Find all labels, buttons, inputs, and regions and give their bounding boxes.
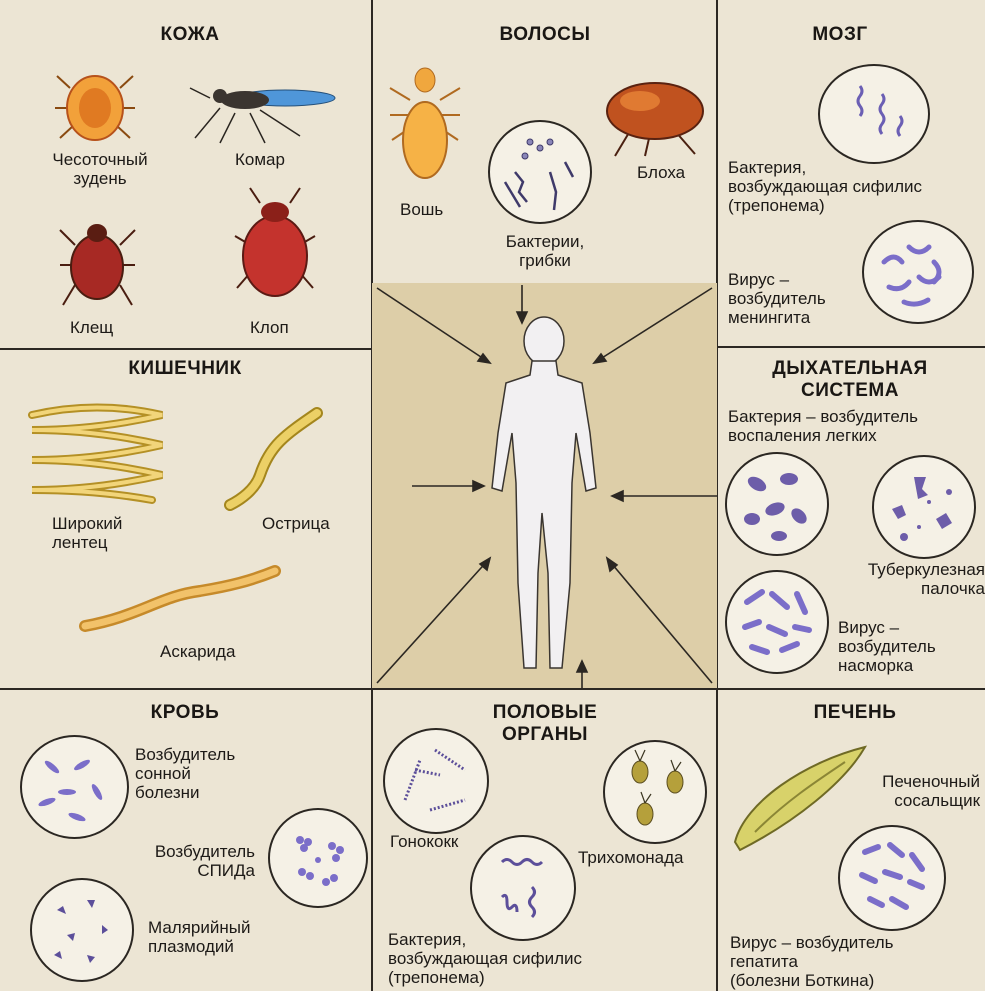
pinworm-label: Острица — [262, 514, 330, 533]
brain-meningitis-label: Вирус – возбудитель менингита — [728, 270, 826, 327]
plasmodium-icon — [32, 880, 132, 980]
divider-h-top-right — [717, 346, 985, 348]
hiv-virus-icon — [270, 810, 366, 906]
respiratory-heading: ДЫХАТЕЛЬНАЯ СИСТЕМА — [755, 358, 945, 402]
tapeworm-icon — [22, 400, 172, 505]
hepatitis-virus-icon — [840, 827, 944, 929]
brain-heading: МОЗГ — [790, 24, 890, 46]
tuberculosis-label: Туберкулезная палочка — [845, 560, 985, 598]
hepatitis-label: Вирус – возбудитель гепатита (болезни Бо… — [730, 933, 894, 990]
trypanosome-icon — [22, 737, 127, 837]
brain-treponema-label: Бактерия, возбуждающая сифилис (трепонем… — [728, 158, 922, 215]
bedbug-icon — [235, 188, 315, 300]
liver-fluke-label: Печеночный сосальщик — [860, 772, 980, 810]
cold-virus-label: Вирус – возбудитель насморка — [838, 618, 936, 675]
intestine-heading: КИШЕЧНИК — [110, 358, 260, 380]
blood-heading: КРОВЬ — [130, 702, 240, 724]
tick-icon — [60, 205, 135, 310]
gonococcus-label: Гонококк — [390, 832, 458, 851]
divider-h-bottom — [0, 688, 985, 690]
bacteria-fungi-icon — [490, 122, 590, 222]
bacteria-fungi-label: Бактерии, грибки — [495, 232, 595, 270]
sleeping-sickness-label: Возбудитель сонной болезни — [135, 745, 235, 802]
tuberculosis-bacillus-icon — [874, 457, 974, 557]
tapeworm-label: Широкий лентец — [52, 514, 122, 552]
gonococcus-icon — [385, 730, 487, 832]
tick-label: Клещ — [70, 318, 113, 337]
human-figure — [372, 283, 717, 688]
treponema-icon — [820, 66, 928, 162]
genital-treponema-icon — [472, 837, 574, 939]
meningitis-virus-icon — [864, 222, 972, 322]
trichomonas-label: Трихомонада — [578, 848, 684, 867]
cold-virus-icon — [727, 572, 827, 672]
flea-label: Блоха — [637, 163, 685, 182]
malaria-label: Малярийный плазмодий — [148, 918, 250, 956]
hair-heading: ВОЛОСЫ — [480, 24, 610, 46]
skin-heading: КОЖА — [130, 24, 250, 46]
divider-h-top-left — [0, 348, 372, 350]
mosquito-icon — [190, 68, 350, 143]
louse-icon — [390, 60, 460, 180]
bedbug-label: Клоп — [250, 318, 289, 337]
genitals-heading: ПОЛОВЫЕ ОРГАНЫ — [470, 702, 620, 746]
liver-heading: ПЕЧЕНЬ — [800, 702, 910, 724]
pneumonia-label: Бактерия – возбудитель воспаления легких — [728, 407, 918, 445]
pinworm-icon — [225, 405, 325, 510]
roundworm-label: Аскарида — [160, 642, 235, 661]
flea-icon — [600, 76, 705, 156]
pneumonia-bacteria-icon — [727, 454, 827, 554]
hiv-label: Возбудитель СПИДа — [125, 842, 255, 880]
genital-treponema-label: Бактерия, возбуждающая сифилис (трепонем… — [388, 930, 582, 987]
trichomonas-icon — [605, 742, 705, 842]
roundworm-icon — [80, 566, 280, 636]
mosquito-label: Комар — [235, 150, 285, 169]
scabies-mite-label: Чесоточный зудень — [30, 150, 170, 188]
louse-label: Вошь — [400, 200, 443, 219]
scabies-mite-icon — [55, 68, 135, 143]
